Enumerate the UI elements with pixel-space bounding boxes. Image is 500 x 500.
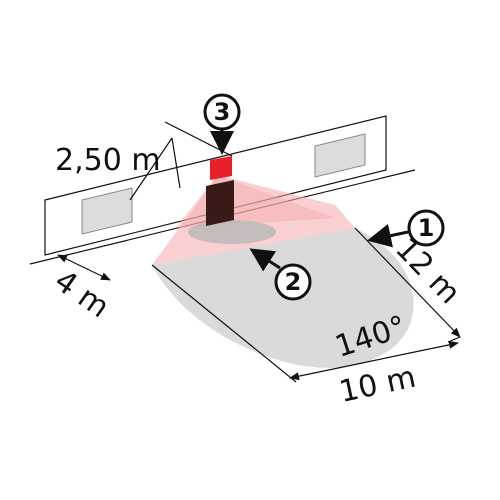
offset-dimension: 4 m: [48, 254, 115, 325]
callout-3-number: 3: [214, 98, 231, 126]
sensor-body: [206, 180, 234, 226]
callout-1-number: 1: [418, 214, 435, 242]
sensor-head: [210, 156, 232, 180]
floor-shadow: [188, 220, 276, 244]
window-right: [314, 133, 366, 178]
offset-label: 4 m: [48, 263, 115, 325]
sensor-beam: [152, 175, 355, 265]
callout-1-circle: [407, 209, 445, 247]
callout-3: 3: [203, 93, 241, 155]
width-label: 10 m: [336, 360, 419, 410]
callout-2: 2: [249, 248, 312, 301]
callout-2-circle: [274, 263, 312, 301]
height-label: 2,50 m: [55, 143, 161, 178]
height-dimension: 2,50 m: [55, 121, 233, 201]
window-left: [81, 187, 133, 235]
detection-zone: [152, 228, 414, 368]
callout-1: 1: [367, 209, 445, 248]
callout-2-number: 2: [285, 268, 302, 296]
motion-sensor: [206, 156, 234, 226]
callout-3-circle: [203, 93, 241, 131]
